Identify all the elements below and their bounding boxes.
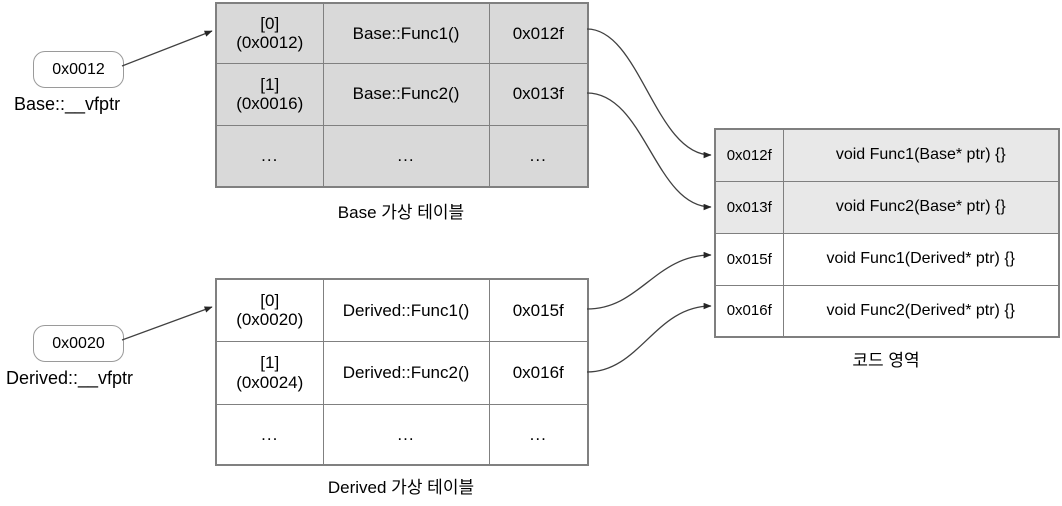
code-area-caption: 코드 영역 [852, 351, 920, 370]
derived-vtable-func-2: ... [322, 403, 490, 466]
derived-vtable-slot-0: [0] (0x0020) [215, 278, 324, 342]
table-row: [0] (0x0020) Derived::Func1() 0x015f [215, 278, 589, 342]
base-vfptr-label: Base::__vfptr [14, 94, 121, 114]
derived-vtable-index-0: [0] [260, 291, 280, 311]
derived-vtable-caption: Derived 가상 테이블 [327, 478, 475, 497]
derived-vtable-index-1: [1] [260, 353, 280, 373]
base-vtable: [0] (0x0012) Base::Func1() 0x012f [1] (0… [215, 2, 589, 188]
base-vtable-target-0: 0x012f [488, 2, 589, 64]
arrow-base-vfptr-to-vtable [121, 30, 213, 67]
arrow-derived-func2-to-code [586, 302, 712, 373]
base-vtable-target-1: 0x013f [488, 62, 589, 126]
derived-vtable-target-0: 0x015f [488, 278, 589, 342]
table-row: [0] (0x0012) Base::Func1() 0x012f [215, 2, 589, 64]
derived-vfptr-box: 0x0020 [33, 325, 124, 362]
table-row: 0x013f void Func2(Base* ptr) {} [714, 180, 1060, 234]
table-row: ... ... ... [215, 124, 589, 188]
base-vtable-slot-0: [0] (0x0012) [215, 2, 324, 64]
code-area-table: 0x012f void Func1(Base* ptr) {} 0x013f v… [714, 128, 1060, 338]
base-vtable-slot-1: [1] (0x0016) [215, 62, 324, 126]
arrow-derived-func1-to-code [586, 251, 712, 310]
base-vtable-index-0: [0] [260, 14, 280, 34]
table-row: 0x012f void Func1(Base* ptr) {} [714, 128, 1060, 182]
derived-vtable-slot-2: ... [215, 403, 324, 466]
derived-vtable-target-2: ... [488, 403, 589, 466]
derived-vtable-func-0: Derived::Func1() [322, 278, 490, 342]
table-row: 0x015f void Func1(Derived* ptr) {} [714, 232, 1060, 286]
arrow-base-func1-to-code [586, 28, 712, 159]
code-signature-3: void Func2(Derived* ptr) {} [782, 284, 1060, 338]
code-addr-3: 0x016f [714, 284, 784, 338]
table-row: 0x016f void Func2(Derived* ptr) {} [714, 284, 1060, 338]
code-signature-1: void Func2(Base* ptr) {} [782, 180, 1060, 234]
base-vtable-func-1: Base::Func2() [322, 62, 490, 126]
base-vtable-index-1: [1] [260, 74, 280, 94]
code-signature-2: void Func1(Derived* ptr) {} [782, 232, 1060, 286]
base-vtable-addr-1: (0x0016) [236, 94, 304, 113]
code-signature-0: void Func1(Base* ptr) {} [782, 128, 1060, 182]
base-vtable-func-2: ... [322, 124, 490, 188]
code-addr-0: 0x012f [714, 128, 784, 182]
derived-vfptr-label: Derived::__vfptr [6, 368, 134, 388]
base-vtable-addr-0: (0x0012) [236, 33, 304, 53]
table-row: ... ... ... [215, 403, 589, 466]
arrow-base-func2-to-code [586, 92, 712, 211]
derived-vtable-addr-0: (0x0020) [236, 310, 304, 330]
code-addr-2: 0x015f [714, 232, 784, 286]
base-vfptr-box: 0x0012 [33, 51, 124, 88]
base-vfptr-value: 0x0012 [52, 60, 105, 78]
code-addr-1: 0x013f [714, 180, 784, 234]
base-vtable-target-2: ... [488, 124, 589, 188]
base-vtable-slot-2: ... [215, 124, 324, 188]
table-row: [1] (0x0016) Base::Func2() 0x013f [215, 62, 589, 126]
table-row: [1] (0x0024) Derived::Func2() 0x016f [215, 340, 589, 405]
derived-vtable-slot-1: [1] (0x0024) [215, 340, 324, 405]
derived-vtable: [0] (0x0020) Derived::Func1() 0x015f [1]… [215, 278, 589, 466]
arrow-derived-vfptr-to-vtable [121, 306, 213, 341]
derived-vtable-func-1: Derived::Func2() [322, 340, 490, 405]
derived-vfptr-value: 0x0020 [52, 334, 105, 352]
base-vtable-caption: Base 가상 테이블 [337, 203, 465, 222]
derived-vtable-addr-1: (0x0024) [236, 372, 304, 392]
base-vtable-func-0: Base::Func1() [322, 2, 490, 64]
derived-vtable-target-1: 0x016f [488, 340, 589, 405]
